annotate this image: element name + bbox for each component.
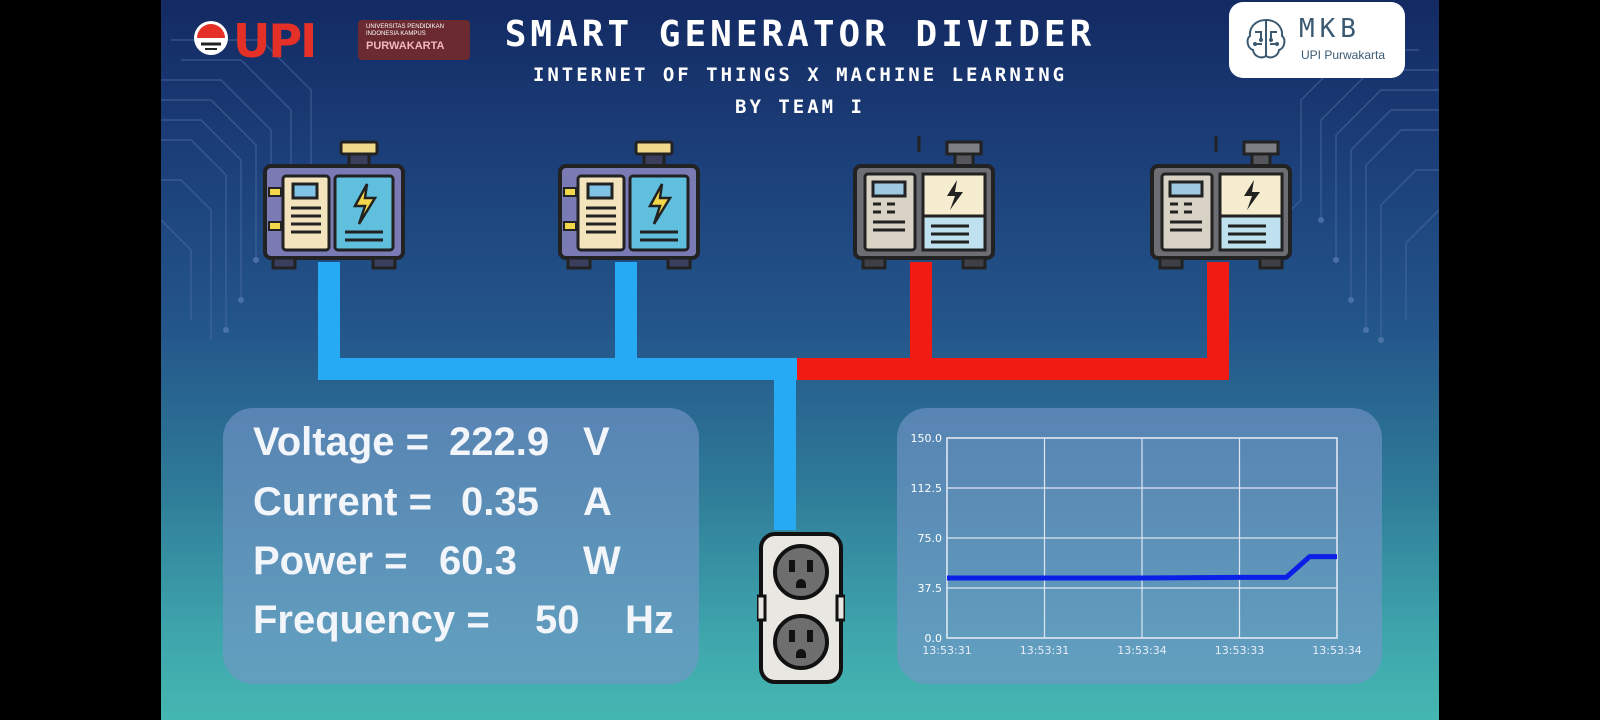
- generator-3-icon: [853, 136, 995, 270]
- upi-logo: UPI UNIVERSITAS PENDIDIKAN INDONESIA KAM…: [193, 14, 470, 68]
- voltage-value: 222.9: [449, 420, 550, 464]
- power-value: 60.3: [439, 539, 517, 583]
- frequency-unit: Hz: [625, 598, 674, 642]
- generator-1-icon: [263, 140, 405, 270]
- current-value: 0.35: [461, 480, 539, 524]
- y-tick-label: 37.5: [918, 582, 943, 595]
- mkb-wordmark: MKB: [1299, 14, 1361, 44]
- dashboard-screen: UPI UNIVERSITAS PENDIDIKAN INDONESIA KAM…: [161, 0, 1439, 720]
- mkb-subtitle: UPI Purwakarta: [1301, 48, 1386, 62]
- generator-4-icon: [1150, 136, 1292, 270]
- wire-generator-1: [318, 262, 801, 380]
- page-subtitle: INTERNET OF THINGS X MACHINE LEARNING: [532, 64, 1068, 86]
- upi-emblem-icon: [194, 21, 228, 55]
- y-tick-label: 75.0: [918, 532, 943, 545]
- brain-circuit-icon: [1246, 18, 1286, 59]
- upi-wordmark: UPI: [233, 14, 317, 68]
- x-tick-label: 13:53:31: [922, 644, 971, 657]
- voltage-label: Voltage =: [253, 420, 429, 464]
- page-title: SMART GENERATOR DIVIDER: [504, 14, 1096, 55]
- x-tick-label: 13:53:33: [1215, 644, 1264, 657]
- power-unit: W: [583, 539, 621, 583]
- team-label: BY TEAM I: [735, 96, 865, 118]
- x-tick-label: 13:53:34: [1312, 644, 1361, 657]
- power-outlet-icon: [757, 532, 845, 684]
- chart-panel: 0.0 37.5 75.0 112.5 150.0 13:53:31 13:53:31 13…: [897, 408, 1382, 684]
- series-line: [947, 554, 1337, 581]
- metrics-panel: Voltage = 222.9 V Current = 0.35 A Power…: [223, 408, 699, 684]
- x-tick-label: 13:53:31: [1020, 644, 1069, 657]
- x-tick-label: 13:53:34: [1117, 644, 1166, 657]
- campus-label: KAMPUS: [400, 31, 426, 37]
- current-label: Current =: [253, 480, 432, 524]
- power-line-chart: 0.0 37.5 75.0 112.5 150.0 13:53:31 13:53:31 13…: [911, 432, 1362, 657]
- university-name: UNIVERSITAS PENDIDIKAN INDONESIA: [366, 24, 444, 37]
- mkb-logo: MKB UPI Purwakarta: [1229, 2, 1405, 78]
- frequency-label: Frequency =: [253, 598, 490, 642]
- power-label: Power =: [253, 539, 408, 583]
- current-unit: A: [583, 480, 612, 524]
- y-tick-label: 0.0: [925, 632, 943, 645]
- voltage-unit: V: [583, 420, 610, 464]
- y-tick-label: 112.5: [911, 482, 943, 495]
- power-wiring: [318, 262, 1229, 530]
- y-tick-label: 150.0: [911, 432, 943, 445]
- generator-2-icon: [558, 140, 700, 270]
- upi-campus-badge: UNIVERSITAS PENDIDIKAN INDONESIA KAMPUS …: [358, 20, 470, 60]
- campus-name: PURWAKARTA: [366, 40, 445, 52]
- frequency-value: 50: [535, 598, 580, 642]
